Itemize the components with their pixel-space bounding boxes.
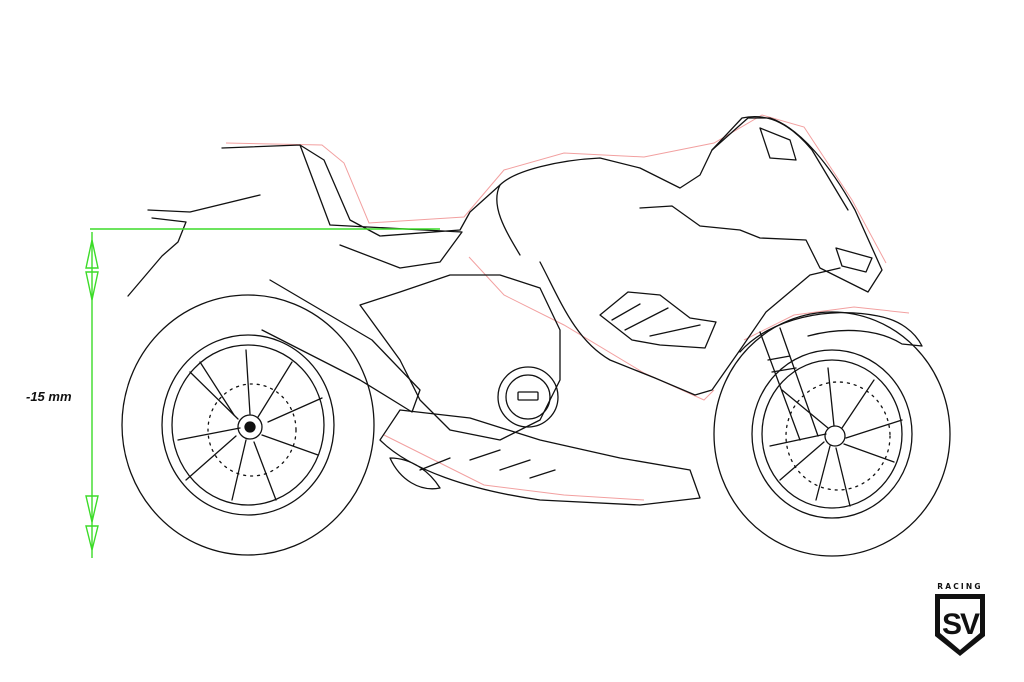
logo-monogram: SV	[942, 608, 980, 641]
fairing-vents	[599, 291, 717, 349]
front-fender	[739, 311, 923, 353]
windscreen	[711, 116, 849, 211]
engine-block	[359, 274, 561, 441]
logo-small-text: RACING	[937, 582, 983, 591]
ghost-reference-outline	[225, 114, 910, 501]
measurement-label: -15 mm	[26, 389, 72, 404]
fairing-outline	[496, 117, 883, 293]
fairing-lower	[539, 261, 841, 396]
tail-seat	[221, 144, 501, 269]
swingarm	[261, 279, 421, 413]
belly-pan-exhaust	[379, 409, 701, 506]
sv-racing-logo: SV	[935, 594, 985, 656]
rear-wheel	[121, 294, 375, 556]
headlight	[759, 127, 873, 273]
clutch-cover	[497, 366, 559, 428]
height-measurement-guide	[85, 228, 440, 558]
front-wheel	[713, 311, 951, 557]
front-fork	[759, 327, 819, 441]
tail-light-bracket	[127, 194, 261, 297]
motorcycle-outline	[121, 116, 951, 557]
